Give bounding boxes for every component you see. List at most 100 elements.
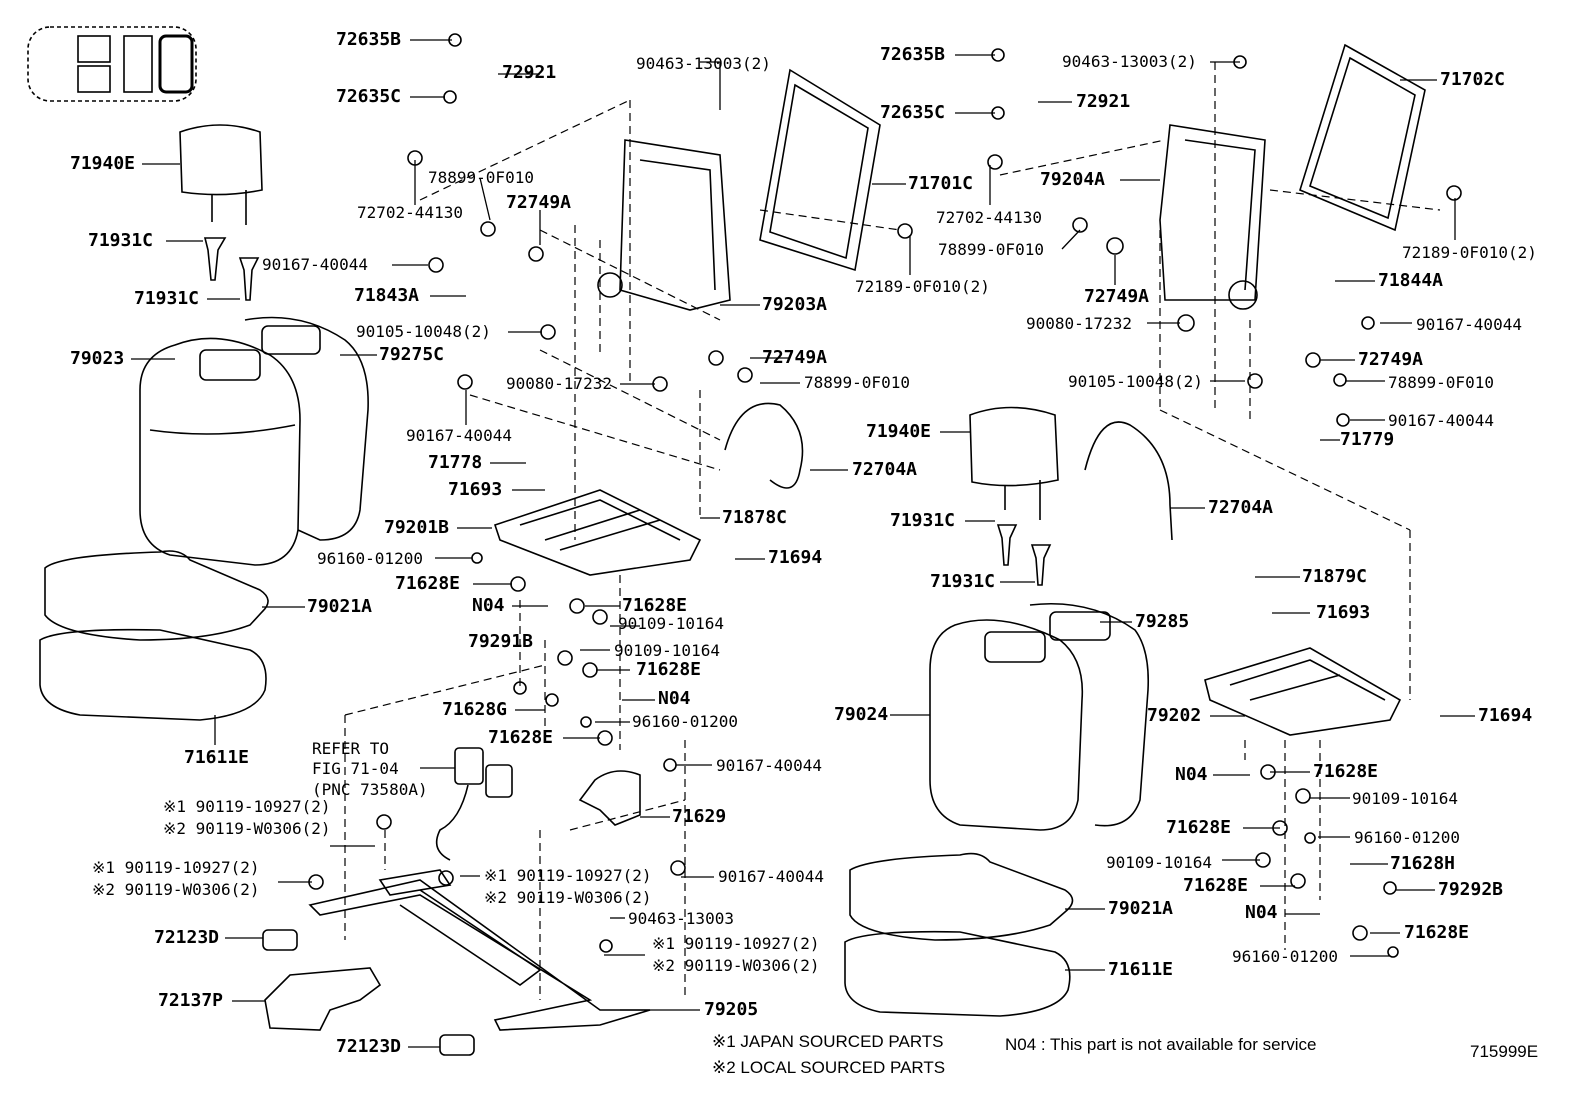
part-label: 79203A [762,294,828,315]
part-label: 78899-0F010 [1388,373,1494,392]
part-label: 79291B [468,631,534,652]
part-label: 71693 [1316,602,1371,623]
figure-id: 715999E [1470,1042,1539,1061]
legend-n04: N04 : This part is not available for ser… [1005,1035,1317,1054]
seat-frame-right-shape [1204,647,1402,736]
part-label: 79023 [70,348,125,369]
part-label: 71843A [354,285,420,306]
part-label: 90105-10048(2) [356,322,491,341]
bolt-note-d1: ※1 90119-10927(2) [652,934,820,953]
part-label: 72189-0F010(2) [1402,243,1537,262]
seat-cushion-left-shape [39,550,269,721]
seatback-frame-left-shape [597,139,731,311]
seatback-board-right-shape [1299,43,1426,232]
leader-lines [131,39,1475,1048]
bolt-note-d2: ※2 90119-W0306(2) [652,956,820,975]
part-label: N04 [1245,902,1278,923]
part-label: 72749A [1084,286,1150,307]
part-label: 71879C [1302,566,1368,587]
part-label: 71693 [448,479,503,500]
part-label: 96160-01200 [317,549,423,568]
bolt-note-c1: ※1 90119-10927(2) [484,866,652,885]
fastener-shapes [308,33,1462,958]
part-label: 71940E [70,153,136,174]
part-label: 78899-0F010 [938,240,1044,259]
part-label: 71628E [488,727,554,748]
part-label: 71628E [1183,875,1249,896]
part-label: 71628H [1390,853,1456,874]
part-label: 90109-10164 [1352,789,1458,808]
part-label: 90105-10048(2) [1068,372,1203,391]
bolt-note-b1: ※1 90119-10927(2) [92,858,260,877]
part-label: 79205 [704,999,759,1020]
part-label: 71611E [1108,959,1174,980]
part-label: 79021A [307,596,373,617]
part-label: N04 [472,595,505,616]
part-label: 90463-13003(2) [1062,52,1197,71]
part-label: 79292B [1438,879,1504,900]
part-label: 96160-01200 [1354,828,1460,847]
part-label: 90463-13003 [628,909,734,928]
part-label: 72137P [158,990,224,1011]
part-label: 72123D [154,927,220,948]
part-label: 71940E [866,421,932,442]
part-label: 90167-40044 [262,255,368,274]
part-label: 72704A [1208,497,1274,518]
part-label: 71778 [428,452,483,473]
part-label: 90080-17232 [506,374,612,393]
part-label: 71628E [622,595,688,616]
part-label: 72123D [336,1036,402,1057]
guide-pin-shapes [203,237,260,301]
part-label: 72189-0F010(2) [855,277,990,296]
part-label: 96160-01200 [1232,947,1338,966]
part-label: 79201B [384,517,450,538]
part-label: 71878C [722,507,788,528]
part-label: 71628E [1166,817,1232,838]
part-label: 72749A [1358,349,1424,370]
part-label: 79275C [379,344,445,365]
part-label: 71701C [908,173,974,194]
part-label: 90463-13003(2) [636,54,771,73]
part-label: 90109-10164 [1106,853,1212,872]
part-label: 71931C [134,288,200,309]
part-label: 71931C [930,571,996,592]
headrest-left-shape [179,124,263,225]
part-label: 71628E [1404,922,1470,943]
part-label: 72635B [336,29,402,50]
bolt-note-b2: ※2 90119-W0306(2) [92,880,260,899]
part-label: 78899-0F010 [804,373,910,392]
part-label: 78899-0F010 [428,168,534,187]
part-label: N04 [1175,764,1208,785]
part-label: 79204A [1040,169,1106,190]
part-label: 72702-44130 [936,208,1042,227]
refer-note-line1: REFER TO [312,739,390,758]
part-label: 90080-17232 [1026,314,1132,333]
part-label: 71694 [768,547,823,568]
part-label: 90167-40044 [1416,315,1522,334]
part-label: 71628E [636,659,702,680]
bolt-note-a1: ※1 90119-10927(2) [163,797,331,816]
part-label: 79021A [1108,898,1174,919]
part-label: 71628E [395,573,461,594]
refer-note-line3: (PNC 73580A) [312,780,428,799]
bolt-note-c2: ※2 90119-W0306(2) [484,888,652,907]
part-label: 90109-10164 [618,614,724,633]
part-label: 71694 [1478,705,1533,726]
part-label: 72704A [852,459,918,480]
seatback-cover-left-shape [244,316,369,541]
part-label: 90167-40044 [406,426,512,445]
part-label: 90167-40044 [718,867,824,886]
part-label: 90109-10164 [614,641,720,660]
vehicle-locator-icon [27,26,197,102]
part-label: 79202 [1147,705,1202,726]
legend-japan: ※1 JAPAN SOURCED PARTS [712,1032,944,1051]
part-label: 90167-40044 [1388,411,1494,430]
cable-left-shape [724,402,804,489]
part-label: 71629 [672,806,727,827]
part-label: 90167-40044 [716,756,822,775]
part-label: 72635C [880,102,946,123]
part-label: 71628E [1313,761,1379,782]
seatback-left-shape [139,337,301,566]
part-label: 72749A [762,347,828,368]
